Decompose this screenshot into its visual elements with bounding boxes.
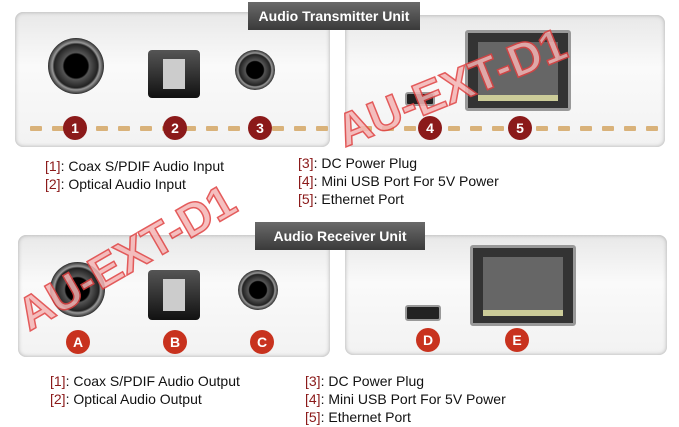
ethernet-port [465,30,571,111]
panel-dash [558,126,570,131]
panel-dash [184,126,196,131]
panel-dash [448,126,460,131]
panel-dash [382,126,394,131]
panel-dash [96,126,108,131]
dc-jack [235,50,275,90]
transmitter-left-list: [1]: Coax S/PDIF Audio Input [2]: Optica… [45,157,224,193]
badge-4: 4 [418,116,442,140]
receiver-title: Audio Receiver Unit [255,222,425,250]
list-item: [5]: Ethernet Port [305,409,411,425]
list-item: [2]: Optical Audio Output [50,391,202,407]
panel-dash [580,126,592,131]
panel-dash [646,126,658,131]
list-item: [4]: Mini USB Port For 5V Power [305,391,506,407]
panel-dash [470,126,482,131]
coax-jack [48,38,104,94]
transmitter-right-list: [3]: DC Power Plug [4]: Mini USB Port Fo… [298,154,499,208]
mini-usb-port [405,92,435,106]
panel-dash [492,126,504,131]
ethernet-port [470,245,576,326]
panel-dash [316,126,328,131]
mini-usb-port [405,305,441,321]
coax-jack [50,262,105,317]
list-item: [3]: DC Power Plug [305,373,425,389]
optical-port [148,50,200,98]
panel-dash [294,126,306,131]
badge-1: 1 [63,116,87,140]
panel-dash [228,126,240,131]
list-item: [4]: Mini USB Port For 5V Power [298,173,499,189]
badge-e: E [505,328,529,352]
dc-jack [238,270,278,310]
list-item: [3]: DC Power Plug [298,155,418,171]
receiver-right-list: [3]: DC Power Plug [4]: Mini USB Port Fo… [305,372,506,426]
receiver-left-list: [1]: Coax S/PDIF Audio Output [2]: Optic… [50,372,240,408]
panel-dash [360,126,372,131]
panel-dash [536,126,548,131]
badge-d: D [416,328,440,352]
badge-5: 5 [508,116,532,140]
panel-dash [140,126,152,131]
panel-dash [404,126,416,131]
badge-3: 3 [248,116,272,140]
badge-c: C [250,330,274,354]
badge-2: 2 [163,116,187,140]
panel-dash [206,126,218,131]
list-item: [5]: Ethernet Port [298,191,404,207]
optical-port [148,270,200,320]
badge-a: A [66,330,90,354]
panel-dash [52,126,64,131]
list-item: [1]: Coax S/PDIF Audio Output [50,373,240,389]
panel-dash [272,126,284,131]
list-item: [1]: Coax S/PDIF Audio Input [45,158,224,174]
transmitter-title: Audio Transmitter Unit [248,2,420,30]
panel-dash [30,126,42,131]
list-item: [2]: Optical Audio Input [45,176,186,192]
panel-dash [602,126,614,131]
panel-dash [118,126,130,131]
panel-dash [624,126,636,131]
badge-b: B [163,330,187,354]
